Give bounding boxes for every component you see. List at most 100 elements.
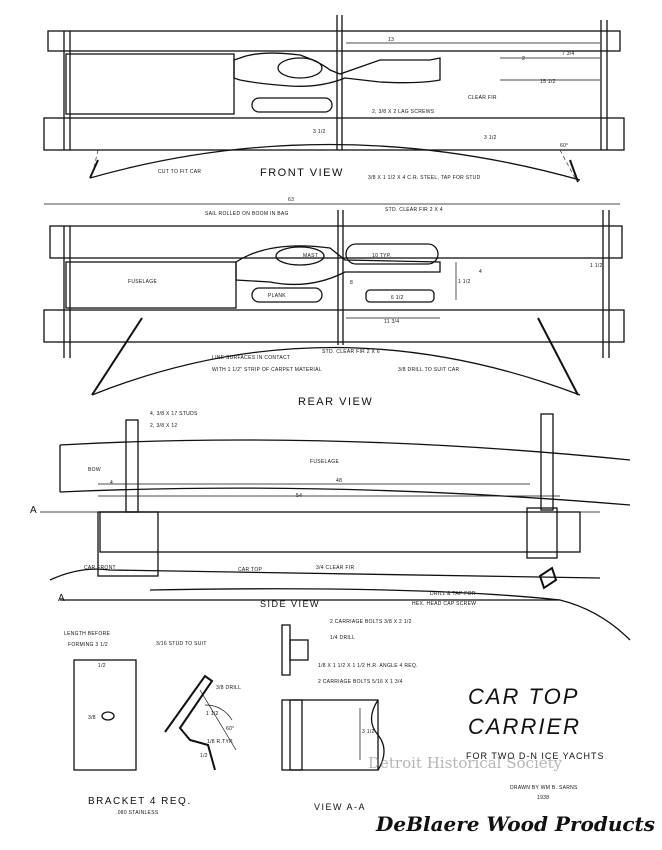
bracket-dim-4: 1/2 xyxy=(200,753,208,759)
front-mast-oval xyxy=(277,57,323,79)
drawn-by: DRAWN BY WM B. SARNS xyxy=(510,785,578,791)
front-lag-screws: 2, 3/8 X 2 LAG SCREWS xyxy=(372,109,435,115)
front-dim-2-label: 2 xyxy=(522,56,526,62)
rear-dim-11: 11 3/4 xyxy=(384,319,400,325)
section-a-top: A xyxy=(30,505,37,516)
front-dim-3a: 3 1/2 xyxy=(313,129,326,135)
bracket-radius: 1/8 R.TYP. xyxy=(207,739,234,745)
rear-fuselage-label: FUSELAGE xyxy=(128,279,158,285)
bracket-length-before: LENGTH BEFORE xyxy=(64,631,111,637)
aa-upper-angle xyxy=(281,624,291,676)
rear-std-2x4: STD. CLEAR FIR 2 X 4 xyxy=(385,207,443,213)
rear-carpet-strip: WITH 1 1/2" STRIP OF CARPET MATERIAL xyxy=(212,367,322,373)
rear-typ-oval xyxy=(345,243,439,265)
title-subtitle: FOR TWO D-N ICE YACHTS xyxy=(466,751,605,761)
bracket-dim-1: 1/2 xyxy=(98,663,106,669)
aa-drill: 1/4 DRILL xyxy=(330,635,356,641)
section-a-bottom: A xyxy=(58,593,65,604)
side-rail xyxy=(99,511,581,553)
side-block-right xyxy=(526,507,558,559)
rear-dim-1b: 1 1/2 xyxy=(590,263,603,269)
aa-angle: 1/8 X 1 1/2 X 1 1/2 H.R. ANGLE 4 REQ. xyxy=(318,663,418,669)
front-bottom-beam xyxy=(43,117,625,151)
side-fuselage-label: FUSELAGE xyxy=(310,459,340,465)
side-view-title: SIDE VIEW xyxy=(260,599,321,609)
front-dim-13-label: 13 xyxy=(388,37,395,43)
side-fuselage-bottom xyxy=(59,487,631,506)
rear-sail-label: SAIL ROLLED ON BOOM IN BAG xyxy=(205,211,289,217)
rear-plank-oval xyxy=(251,287,323,303)
side-car-roof xyxy=(149,588,631,641)
side-car-front: CAR FRONT xyxy=(84,565,116,571)
front-cut-to-fit: CUT TO FIT CAR xyxy=(158,169,202,175)
side-bow-label: BOW xyxy=(88,467,101,473)
front-car-roof-arc xyxy=(89,143,581,181)
view-aa-title: VIEW A-A xyxy=(314,802,367,812)
side-clear-fir: 3/4 CLEAR FIR xyxy=(316,565,355,571)
rear-dim-1a: 1 1/2 xyxy=(458,279,471,285)
rear-view-title: REAR VIEW xyxy=(298,396,374,408)
front-steel-label: 3/8 X 1 1/2 X 4 C.R. STEEL, TAP FOR STUD xyxy=(368,175,481,181)
rear-std-2x6: STD. CLEAR FIR 2 X 6 xyxy=(322,349,380,355)
bracket-dim-3: 3/8 xyxy=(88,715,96,721)
rear-dim-4: 4 xyxy=(479,269,483,275)
front-top-beam xyxy=(47,30,621,52)
front-dim-15-label: 15 1/2 xyxy=(540,79,556,85)
rear-plank-label: PLANK xyxy=(268,293,286,299)
side-car-top-line xyxy=(49,568,601,581)
bracket-forming: FORMING 3 1/2 xyxy=(68,642,109,648)
front-plank-oval xyxy=(251,97,333,113)
front-fuselage-box xyxy=(65,53,235,115)
side-drill-tap: DRILL & TAP FOR xyxy=(430,591,476,597)
front-view-title: FRONT VIEW xyxy=(260,167,344,179)
front-cradle-shape xyxy=(233,52,441,87)
side-dim-4: 4 xyxy=(110,480,114,486)
bracket-dim-1b: 1 1/2 xyxy=(206,711,219,717)
view-aa-drawing xyxy=(281,624,385,771)
bracket-stainless: .080 STAINLESS xyxy=(116,810,159,816)
bracket-stud-label: 3/16 STUD TO SUIT xyxy=(156,641,207,647)
bracket-formed-profile xyxy=(164,674,216,771)
side-fuselage-top xyxy=(59,439,631,461)
aa-bolts-top: 2 CARRIAGE BOLTS 3/8 X 2 1/2 xyxy=(330,619,412,625)
front-view-drawing xyxy=(43,15,625,205)
front-dim-3b: 3 1/2 xyxy=(484,135,497,141)
front-clear-fir: CLEAR FIR xyxy=(468,95,497,101)
aa-dim-3: 3 1/2 xyxy=(362,729,375,735)
rear-top-beam xyxy=(49,225,623,259)
drawn-year: 1938 xyxy=(537,795,550,801)
front-deg-60: 60° xyxy=(560,143,569,149)
rear-dim-6: 6 1/2 xyxy=(391,295,404,301)
front-dim-7-label: 7 3/4 xyxy=(562,51,575,57)
side-studs-12: 2, 3/8 X 12 xyxy=(150,423,178,429)
bracket-drill: 3/8 DRILL xyxy=(216,685,242,691)
rear-drill-label: 3/8 DRILL TO SUIT CAR xyxy=(398,367,460,373)
aa-block xyxy=(281,699,379,771)
rear-dim-8: 8 xyxy=(350,280,354,286)
side-car-top: CAR TOP xyxy=(238,567,263,573)
side-dim-48: 48 xyxy=(336,478,343,484)
side-stud-right xyxy=(540,413,554,511)
rear-bracket-right xyxy=(537,317,579,396)
bracket-detail-drawing xyxy=(73,659,237,771)
rear-cradle-shape xyxy=(235,245,441,286)
front-dim-63-label: 63 xyxy=(288,197,295,203)
side-dim-54: 54 xyxy=(296,493,303,499)
rear-typ-label: 10 TYP. xyxy=(372,253,392,259)
bracket-flat-pattern xyxy=(73,659,137,771)
rear-line-surfaces: LINE SURFACES IN CONTACT xyxy=(212,355,291,361)
rear-view-drawing xyxy=(43,210,625,396)
watermark: Detroit Historical Society xyxy=(368,754,563,772)
rear-bottom-beam xyxy=(43,309,625,343)
title-line-2: CARRIER xyxy=(468,714,582,739)
rear-fuselage-box xyxy=(65,261,237,309)
front-bracket-right xyxy=(569,159,579,183)
brand-logo: DeBlaere Wood Products xyxy=(376,812,656,836)
side-hex-head: HEX. HEAD CAP SCREW xyxy=(412,601,477,607)
title-line-1: CAR TOP xyxy=(468,684,580,709)
side-stud-left xyxy=(125,419,139,513)
bracket-title: BRACKET 4 REQ. xyxy=(88,796,192,807)
side-view-drawing xyxy=(40,413,631,641)
